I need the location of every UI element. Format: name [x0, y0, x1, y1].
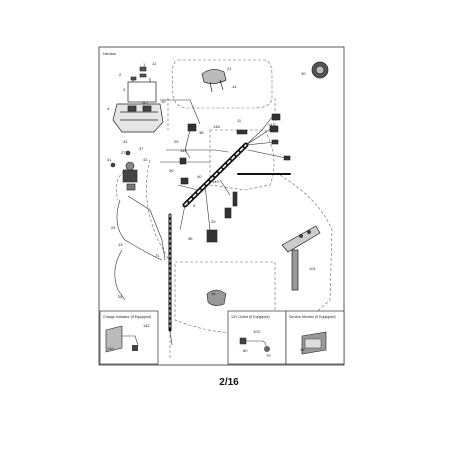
seat-switch [206, 289, 227, 306]
callout-101: 101 [309, 266, 316, 271]
callout-141: 141 [268, 122, 275, 127]
callout-3: 3 [123, 87, 126, 92]
callout-4: 4 [107, 106, 110, 111]
callout-13: 13 [118, 242, 123, 247]
callout-79: 79 [266, 353, 271, 358]
callout-40: 40 [197, 174, 202, 179]
battery-tray [112, 103, 164, 133]
page-number: 2/16 [219, 377, 239, 388]
callout-36: 36 [188, 236, 193, 241]
diagram-frame [98, 46, 345, 366]
callout-1: 1 [143, 62, 146, 67]
outlet-12v-title: 12V Outlet (If Equipped) [231, 315, 270, 319]
callout-2: 2 [119, 72, 122, 77]
inset-12v-outlet: 12V Outlet (If Equipped) [227, 310, 287, 365]
callout-148: 148 [213, 124, 220, 129]
callout-21: 21 [227, 66, 232, 71]
callout-143: 143 [141, 100, 148, 105]
callout-38: 38 [199, 130, 204, 135]
callout-28: 28 [118, 294, 123, 299]
callout-71: 71 [155, 253, 160, 258]
battery [127, 78, 157, 103]
pto-connector [201, 69, 227, 93]
callout-12: 12 [152, 61, 157, 66]
callout-20: 20 [211, 219, 216, 224]
callout-41: 41 [107, 157, 112, 162]
callout-25: 25 [174, 139, 179, 144]
callout-42: 42 [123, 139, 128, 144]
chassis-outline [116, 59, 333, 360]
callout-149: 149 [212, 179, 219, 184]
callout-45: 45 [211, 291, 216, 296]
inset-service-monitor: Service Monitor (If Equipped) [285, 310, 345, 365]
service-monitor-title: Service Monitor (If Equipped) [289, 315, 336, 319]
battery-hardware [130, 66, 147, 81]
callout-26: 26 [169, 168, 174, 173]
callout-144: 144 [180, 148, 187, 153]
callout-142: 142 [143, 323, 150, 328]
callout-46: 46 [300, 347, 305, 352]
callout-37: 37 [139, 146, 144, 151]
callout-103: 103 [253, 329, 260, 334]
callout-11: 11 [237, 118, 242, 123]
callout-10: 10 [161, 99, 166, 104]
callout-9: 9 [193, 203, 196, 208]
callout-80: 80 [243, 348, 248, 353]
harness-branches [114, 99, 287, 346]
callout-43: 43 [143, 157, 148, 162]
frame-code: Harness [103, 52, 116, 56]
hour-meter [311, 61, 329, 79]
main-harness [168, 142, 291, 332]
callout-14: 14 [232, 84, 237, 89]
charge-indicator-title: Charge Indicator (If Equipped) [103, 315, 151, 319]
callout-24: 24 [111, 225, 116, 230]
inset-charge-indicator: Charge Indicator (If Equipped) [99, 310, 159, 365]
callout-labels: 1 2 3 4 9 10 11 12 13 14 20 21 24 25 26 … [107, 61, 316, 358]
callout-140: 140 [107, 346, 114, 351]
callout-30: 30 [301, 71, 306, 76]
connectors-upper [179, 113, 291, 243]
callout-27: 27 [121, 150, 126, 155]
ignition-switch [110, 150, 138, 191]
brake-switch-assembly [281, 225, 321, 291]
